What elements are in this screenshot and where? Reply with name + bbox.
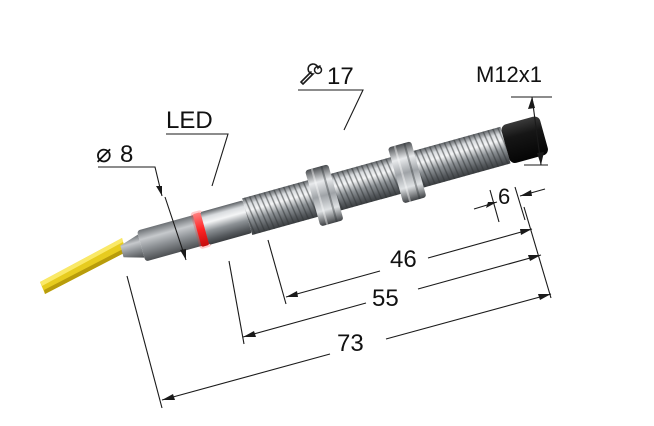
diameter-value: 8 (120, 141, 133, 168)
dimension-lines (98, 89, 552, 409)
dimension-6: 6 (498, 184, 510, 209)
diameter-symbol-icon: ⌀ (96, 138, 112, 168)
sensor-body (120, 116, 548, 261)
dimension-55: 55 (372, 285, 399, 312)
hex-nut-rear (305, 164, 343, 226)
thread-label: M12x1 (476, 62, 542, 87)
dimension-46: 46 (390, 246, 417, 273)
yellow-cable (40, 238, 126, 294)
cable-sleeve (120, 234, 145, 258)
led-ring (193, 212, 209, 247)
led-label: LED (166, 107, 213, 134)
wrench-size-label: 17 (327, 63, 354, 90)
wrench-icon (299, 63, 323, 85)
metal-collar (200, 200, 252, 245)
dimension-73: 73 (337, 330, 364, 357)
hex-nut-front (388, 141, 426, 203)
